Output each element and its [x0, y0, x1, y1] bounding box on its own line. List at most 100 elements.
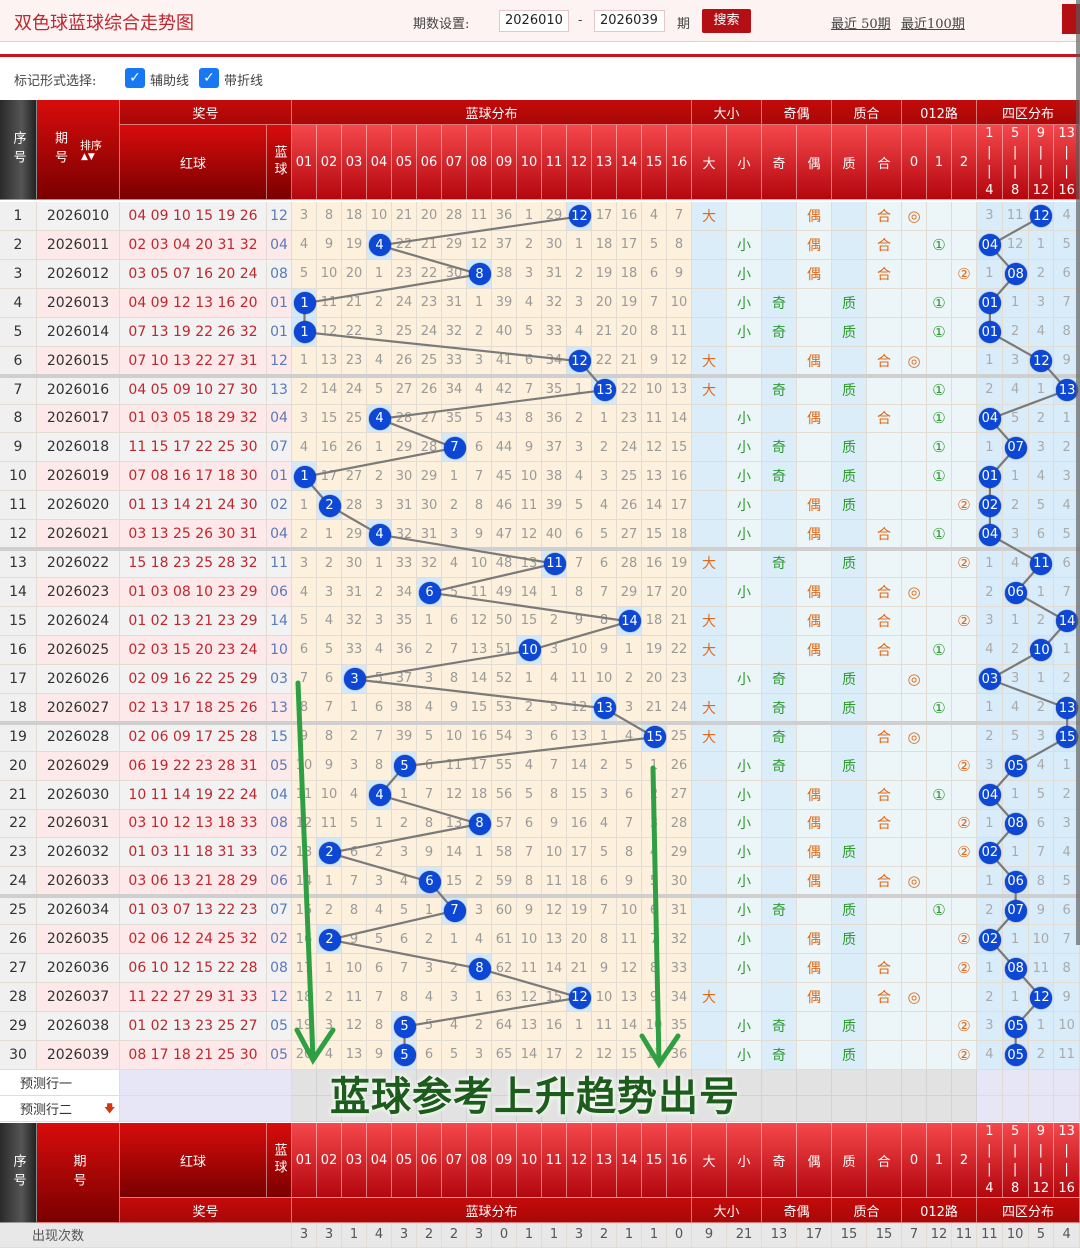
predict-cell[interactable]	[392, 1096, 417, 1122]
road-cell	[902, 809, 927, 839]
recent-100-link[interactable]: 最近100期	[901, 17, 965, 32]
sort-button[interactable]: 排序	[80, 139, 102, 152]
blue-ball-cell: 08	[267, 809, 292, 839]
predict-cell[interactable]	[392, 1070, 417, 1096]
predict-cell[interactable]	[642, 1096, 667, 1122]
predict-cell[interactable]	[342, 1070, 367, 1096]
predict-cell[interactable]	[617, 1070, 642, 1096]
predict-cell[interactable]	[762, 1096, 797, 1122]
predict-cell[interactable]	[492, 1096, 517, 1122]
predict-cell[interactable]	[567, 1096, 592, 1122]
predict-cell[interactable]	[727, 1096, 762, 1122]
predict-cell[interactable]	[1002, 1096, 1029, 1122]
zone-omission-cell: 3	[977, 607, 1003, 636]
predict-cell[interactable]	[952, 1070, 977, 1096]
recent-50-link[interactable]: 最近 50期	[831, 17, 891, 32]
predict-cell[interactable]	[1002, 1070, 1029, 1096]
road-cell: ①	[927, 375, 952, 405]
predict-cell[interactable]	[467, 1070, 492, 1096]
expand-arrow-icon[interactable]: 🡇	[104, 1102, 116, 1115]
predict-cell[interactable]	[367, 1070, 392, 1096]
predict-cell[interactable]	[977, 1096, 1003, 1122]
omission-cell: 39	[392, 722, 417, 752]
predict-cell[interactable]	[692, 1096, 727, 1122]
omission-cell: 11	[667, 317, 692, 347]
predict-cell[interactable]	[592, 1070, 617, 1096]
omission-cell: 12	[467, 230, 492, 260]
predict-cell[interactable]	[317, 1070, 342, 1096]
fold-line-checkbox[interactable]: ✓	[199, 68, 219, 88]
predict-cell[interactable]	[867, 1096, 902, 1122]
attr-cell	[762, 491, 797, 521]
predict-cell[interactable]	[367, 1096, 392, 1122]
count-cell: 3	[467, 1222, 492, 1248]
predict-cell[interactable]	[1054, 1096, 1080, 1122]
header-attr-col: 大	[692, 1123, 727, 1198]
omission-cell: 8	[642, 954, 667, 984]
predict-cell[interactable]	[617, 1096, 642, 1122]
predict-cell[interactable]	[867, 1070, 902, 1096]
predict-cell[interactable]	[797, 1070, 832, 1096]
omission-cell: 8	[517, 404, 542, 434]
attr-cell	[867, 375, 902, 405]
predict-cell[interactable]	[517, 1070, 542, 1096]
predict-cell[interactable]	[927, 1096, 952, 1122]
predict-cell[interactable]	[517, 1096, 542, 1122]
predict-cell[interactable]	[442, 1070, 467, 1096]
aux-line-checkbox[interactable]: ✓	[125, 68, 145, 88]
attr-cell	[762, 404, 797, 434]
predict-cell[interactable]	[692, 1070, 727, 1096]
omission-cell: 21	[617, 346, 642, 376]
predict-cell[interactable]	[902, 1070, 927, 1096]
attr-cell: 合	[867, 954, 902, 984]
predict-cell[interactable]	[952, 1096, 977, 1122]
predict-cell[interactable]	[1028, 1096, 1055, 1122]
predict-cell[interactable]	[342, 1096, 367, 1122]
predict-cell[interactable]	[832, 1096, 867, 1122]
search-button[interactable]: 搜索	[702, 9, 751, 33]
period-to-input[interactable]: 2026039	[594, 10, 665, 32]
predict-cell[interactable]	[292, 1070, 317, 1096]
predict-cell[interactable]	[667, 1070, 692, 1096]
predict-cell[interactable]	[1054, 1070, 1080, 1096]
header-attr-col: 奇	[762, 125, 797, 200]
red-balls-cell: 02 09 16 22 25 29	[120, 664, 267, 694]
predict-cell[interactable]	[902, 1096, 927, 1122]
predict-cell[interactable]	[542, 1070, 567, 1096]
road-cell: ②	[952, 954, 977, 984]
omission-cell: 12	[317, 317, 342, 347]
predict-cell[interactable]	[1028, 1070, 1055, 1096]
sort-arrows-icon[interactable]: ▲▼	[81, 152, 95, 162]
omission-cell: 1	[317, 954, 342, 984]
predict-cell[interactable]	[492, 1070, 517, 1096]
predict-cell[interactable]	[542, 1096, 567, 1122]
attr-cell: 质	[832, 838, 867, 868]
predict-cell[interactable]	[762, 1070, 797, 1096]
predict-cell[interactable]	[727, 1070, 762, 1096]
predict-cell[interactable]	[592, 1096, 617, 1122]
predict-cell[interactable]	[567, 1070, 592, 1096]
predict-cell[interactable]	[832, 1070, 867, 1096]
predict-cell[interactable]	[642, 1070, 667, 1096]
attr-cell: 合	[867, 983, 902, 1013]
red-balls-cell: 03 06 13 21 28 29	[120, 867, 267, 897]
omission-cell: 7	[617, 809, 642, 839]
predict-cell[interactable]	[292, 1096, 317, 1122]
predict-cell[interactable]	[317, 1096, 342, 1122]
road-cell	[902, 230, 927, 260]
omission-cell: 12	[442, 780, 467, 810]
omission-cell: 1	[292, 346, 317, 376]
period-from-input[interactable]: 2026010	[499, 10, 569, 32]
predict-cell[interactable]	[417, 1096, 442, 1122]
predict-cell[interactable]	[417, 1070, 442, 1096]
predict-cell[interactable]	[467, 1096, 492, 1122]
predict-cell[interactable]	[977, 1070, 1003, 1096]
omission-cell: 5	[542, 693, 567, 723]
road-cell	[927, 346, 952, 376]
predict-cell[interactable]	[927, 1070, 952, 1096]
predict-cell[interactable]	[797, 1096, 832, 1122]
scrollbar[interactable]	[1076, 0, 1080, 945]
predict-cell[interactable]	[667, 1096, 692, 1122]
side-menu-button[interactable]	[1062, 4, 1080, 34]
predict-cell[interactable]	[442, 1096, 467, 1122]
